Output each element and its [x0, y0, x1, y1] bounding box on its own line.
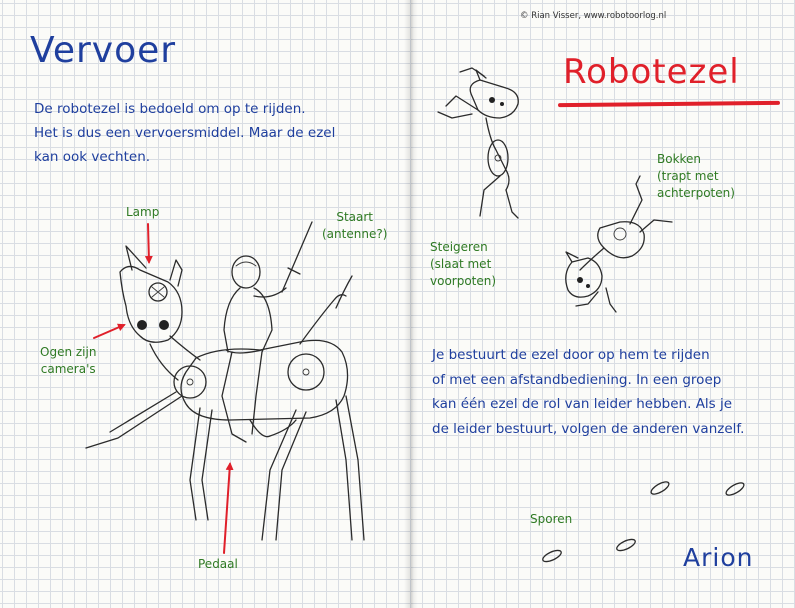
hoofprint-tracks [542, 481, 745, 563]
label-tail: Staart (antenne?) [322, 209, 387, 243]
control-line: of met een afstandbediening. In een groe… [432, 371, 722, 388]
arrow-pedal [223, 462, 234, 554]
label-rearing: Steigeren (slaat met voorpoten) [430, 239, 496, 290]
arrow-lamp [144, 223, 153, 264]
control-paragraph: Je bestuurt de ezel door op hem te rijde… [432, 343, 744, 441]
label-bucking-line: Bokken [657, 152, 702, 166]
label-tail-line: Staart [336, 210, 374, 224]
page-title-right: Robotezel [563, 52, 740, 92]
intro-line: De robotezel is bedoeld om op te rijden. [34, 101, 306, 117]
control-line: de leider bestuurt, volgen de anderen va… [432, 420, 745, 437]
label-bucking-line: achterpoten) [657, 186, 735, 200]
label-rearing-line: voorpoten) [430, 274, 497, 288]
rearing-donkey-sketch [437, 67, 519, 219]
label-bucking-line: (trapt met [657, 169, 719, 183]
notebook-spine [404, 0, 418, 608]
intro-line: Het is dus een vervoersmiddel. Maar de e… [34, 125, 336, 141]
label-lamp: Lamp [126, 205, 160, 219]
label-rearing-line: Steigeren [430, 240, 488, 254]
signature-arion: Arion [683, 543, 754, 572]
robot-donkey-sketch [85, 221, 365, 541]
intro-line: kan ook vechten. [34, 149, 151, 165]
page-title-left: Vervoer [30, 30, 177, 71]
intro-paragraph: De robotezel is bedoeld om op te rijden.… [34, 97, 335, 169]
label-pedal: Pedaal [198, 557, 238, 571]
label-eyes-line: camera's [40, 362, 96, 376]
control-line: kan één ezel de rol van leider hebben. A… [432, 396, 733, 412]
arrow-eyes [93, 323, 126, 339]
label-eyes: Ogen zijn camera's [40, 344, 96, 378]
copyright-notice: © Rian Visser, www.robotoorlog.nl [520, 11, 667, 21]
label-bucking: Bokken (trapt met achterpoten) [657, 151, 735, 202]
label-tracks: Sporen [530, 512, 573, 526]
label-eyes-line: Ogen zijn [40, 345, 97, 359]
bucking-donkey-sketch [565, 175, 673, 313]
label-tail-line: (antenne?) [322, 227, 388, 241]
control-line: Je bestuurt de ezel door op hem te rijde… [432, 347, 710, 363]
label-rearing-line: (slaat met [430, 257, 492, 271]
